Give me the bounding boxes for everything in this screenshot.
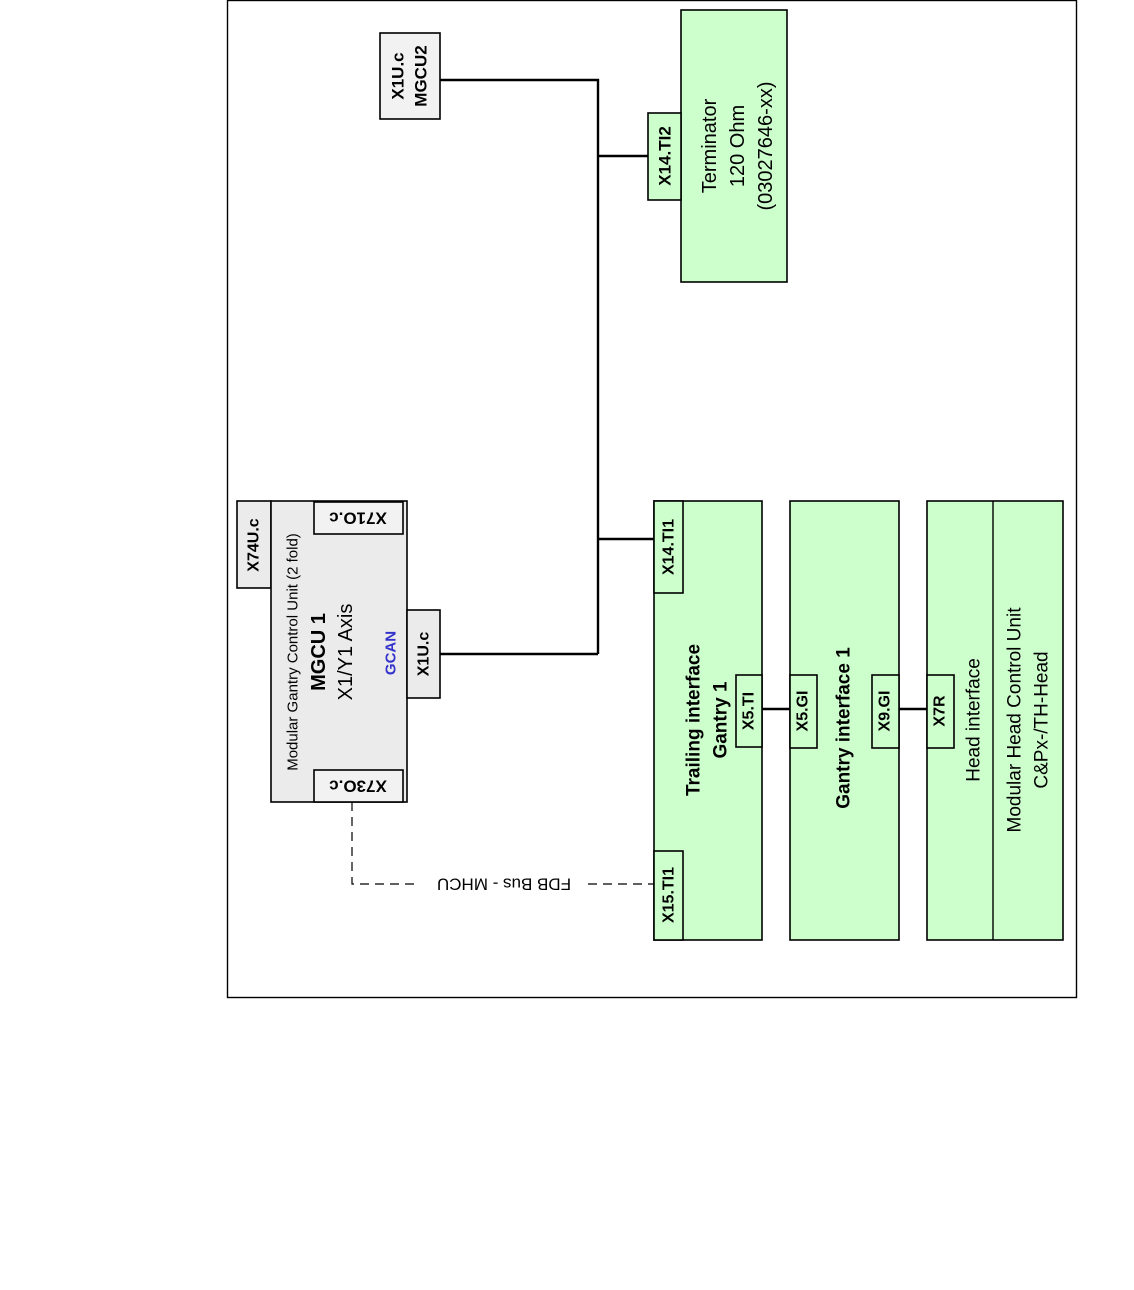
- x5-ti-label: X5.TI: [741, 692, 758, 730]
- mgcu1-x73o-box[interactable]: [313, 769, 404, 803]
- mgcu1-description: Modular Gantry Control Unit (2 fold): [285, 533, 302, 771]
- wire-mgcu2-to-trunk: [440, 78, 600, 654]
- terminator-line1: Terminator: [699, 98, 721, 193]
- x7r-label: X7R: [932, 695, 949, 727]
- x15-ti1-label: X15.TI1: [661, 867, 678, 923]
- x15-ti1-box[interactable]: [653, 850, 684, 941]
- mgcu2-box[interactable]: [379, 32, 441, 120]
- x5-gi-label: X5.GI: [795, 691, 812, 732]
- terminator-block[interactable]: X14.TI2 Terminator 120 Ohm (03027646-xx): [647, 9, 788, 283]
- mgcu1-x1u-label: X1U.c: [416, 632, 433, 677]
- trailing-interface-block[interactable]: X14.TI1 X15.TI1 X5.TI Trailing interface…: [653, 500, 763, 941]
- x7r-box[interactable]: [926, 674, 955, 749]
- mgcu2-connector-label: X1U.c: [389, 52, 408, 99]
- x9-gi-box[interactable]: [871, 674, 900, 749]
- x14-ti1-label: X14.TI1: [661, 519, 678, 575]
- x5-ti-box[interactable]: [735, 674, 763, 748]
- mgcu2-name-label: MGCU2: [412, 45, 431, 106]
- mgcu1-x71o-label: X71O.c: [329, 509, 387, 528]
- head-unit-block[interactable]: X7R Head interface Modular Head Control …: [926, 500, 1064, 941]
- mgcu1-x73o-label: X73O.c: [329, 777, 387, 796]
- mhcu-line2: C&Px-/TH-Head: [1032, 651, 1053, 788]
- mgcu1-x71o-box[interactable]: [313, 501, 404, 535]
- fdb-bus-label: FDB Bus - MHCU: [437, 875, 571, 894]
- mgcu1-block[interactable]: X74U.c X71O.c X73O.c Modular Gantry Cont…: [236, 500, 441, 803]
- x14-ti1-box[interactable]: [653, 500, 684, 594]
- terminator-line2: 120 Ohm: [727, 105, 749, 187]
- x5-gi-box[interactable]: [789, 674, 818, 749]
- terminator-connector-box[interactable]: [647, 112, 682, 201]
- fdb-dashed-left: [351, 802, 420, 885]
- mgcu1-axis: X1/Y1 Axis: [335, 604, 357, 701]
- mgcu2-block[interactable]: X1U.c MGCU2: [379, 32, 441, 120]
- head-interface-label: Head interface: [964, 658, 985, 782]
- terminator-line3: (03027646-xx): [755, 82, 777, 211]
- mgcu1-x74u-tab[interactable]: [236, 500, 272, 589]
- mgcu1-name: MGCU 1: [308, 613, 330, 691]
- mgcu1-x74u-label: X74U.c: [246, 518, 263, 571]
- gantry-interface-block[interactable]: X5.GI X9.GI Gantry interface 1: [789, 500, 900, 941]
- terminator-box[interactable]: [680, 9, 788, 283]
- mgcu1-x1u-tab[interactable]: [406, 609, 441, 699]
- mgcu1-gcan-label: GCAN: [383, 631, 400, 675]
- trailing-interface-line1: Trailing interface: [684, 644, 705, 796]
- gantry-interface-label: Gantry interface 1: [834, 647, 855, 809]
- terminator-connector-label: X14.TI2: [656, 126, 675, 186]
- trailing-interface-line2: Gantry 1: [711, 681, 732, 759]
- x9-gi-label: X9.GI: [877, 691, 894, 732]
- mhcu-line1: Modular Head Control Unit: [1005, 607, 1026, 833]
